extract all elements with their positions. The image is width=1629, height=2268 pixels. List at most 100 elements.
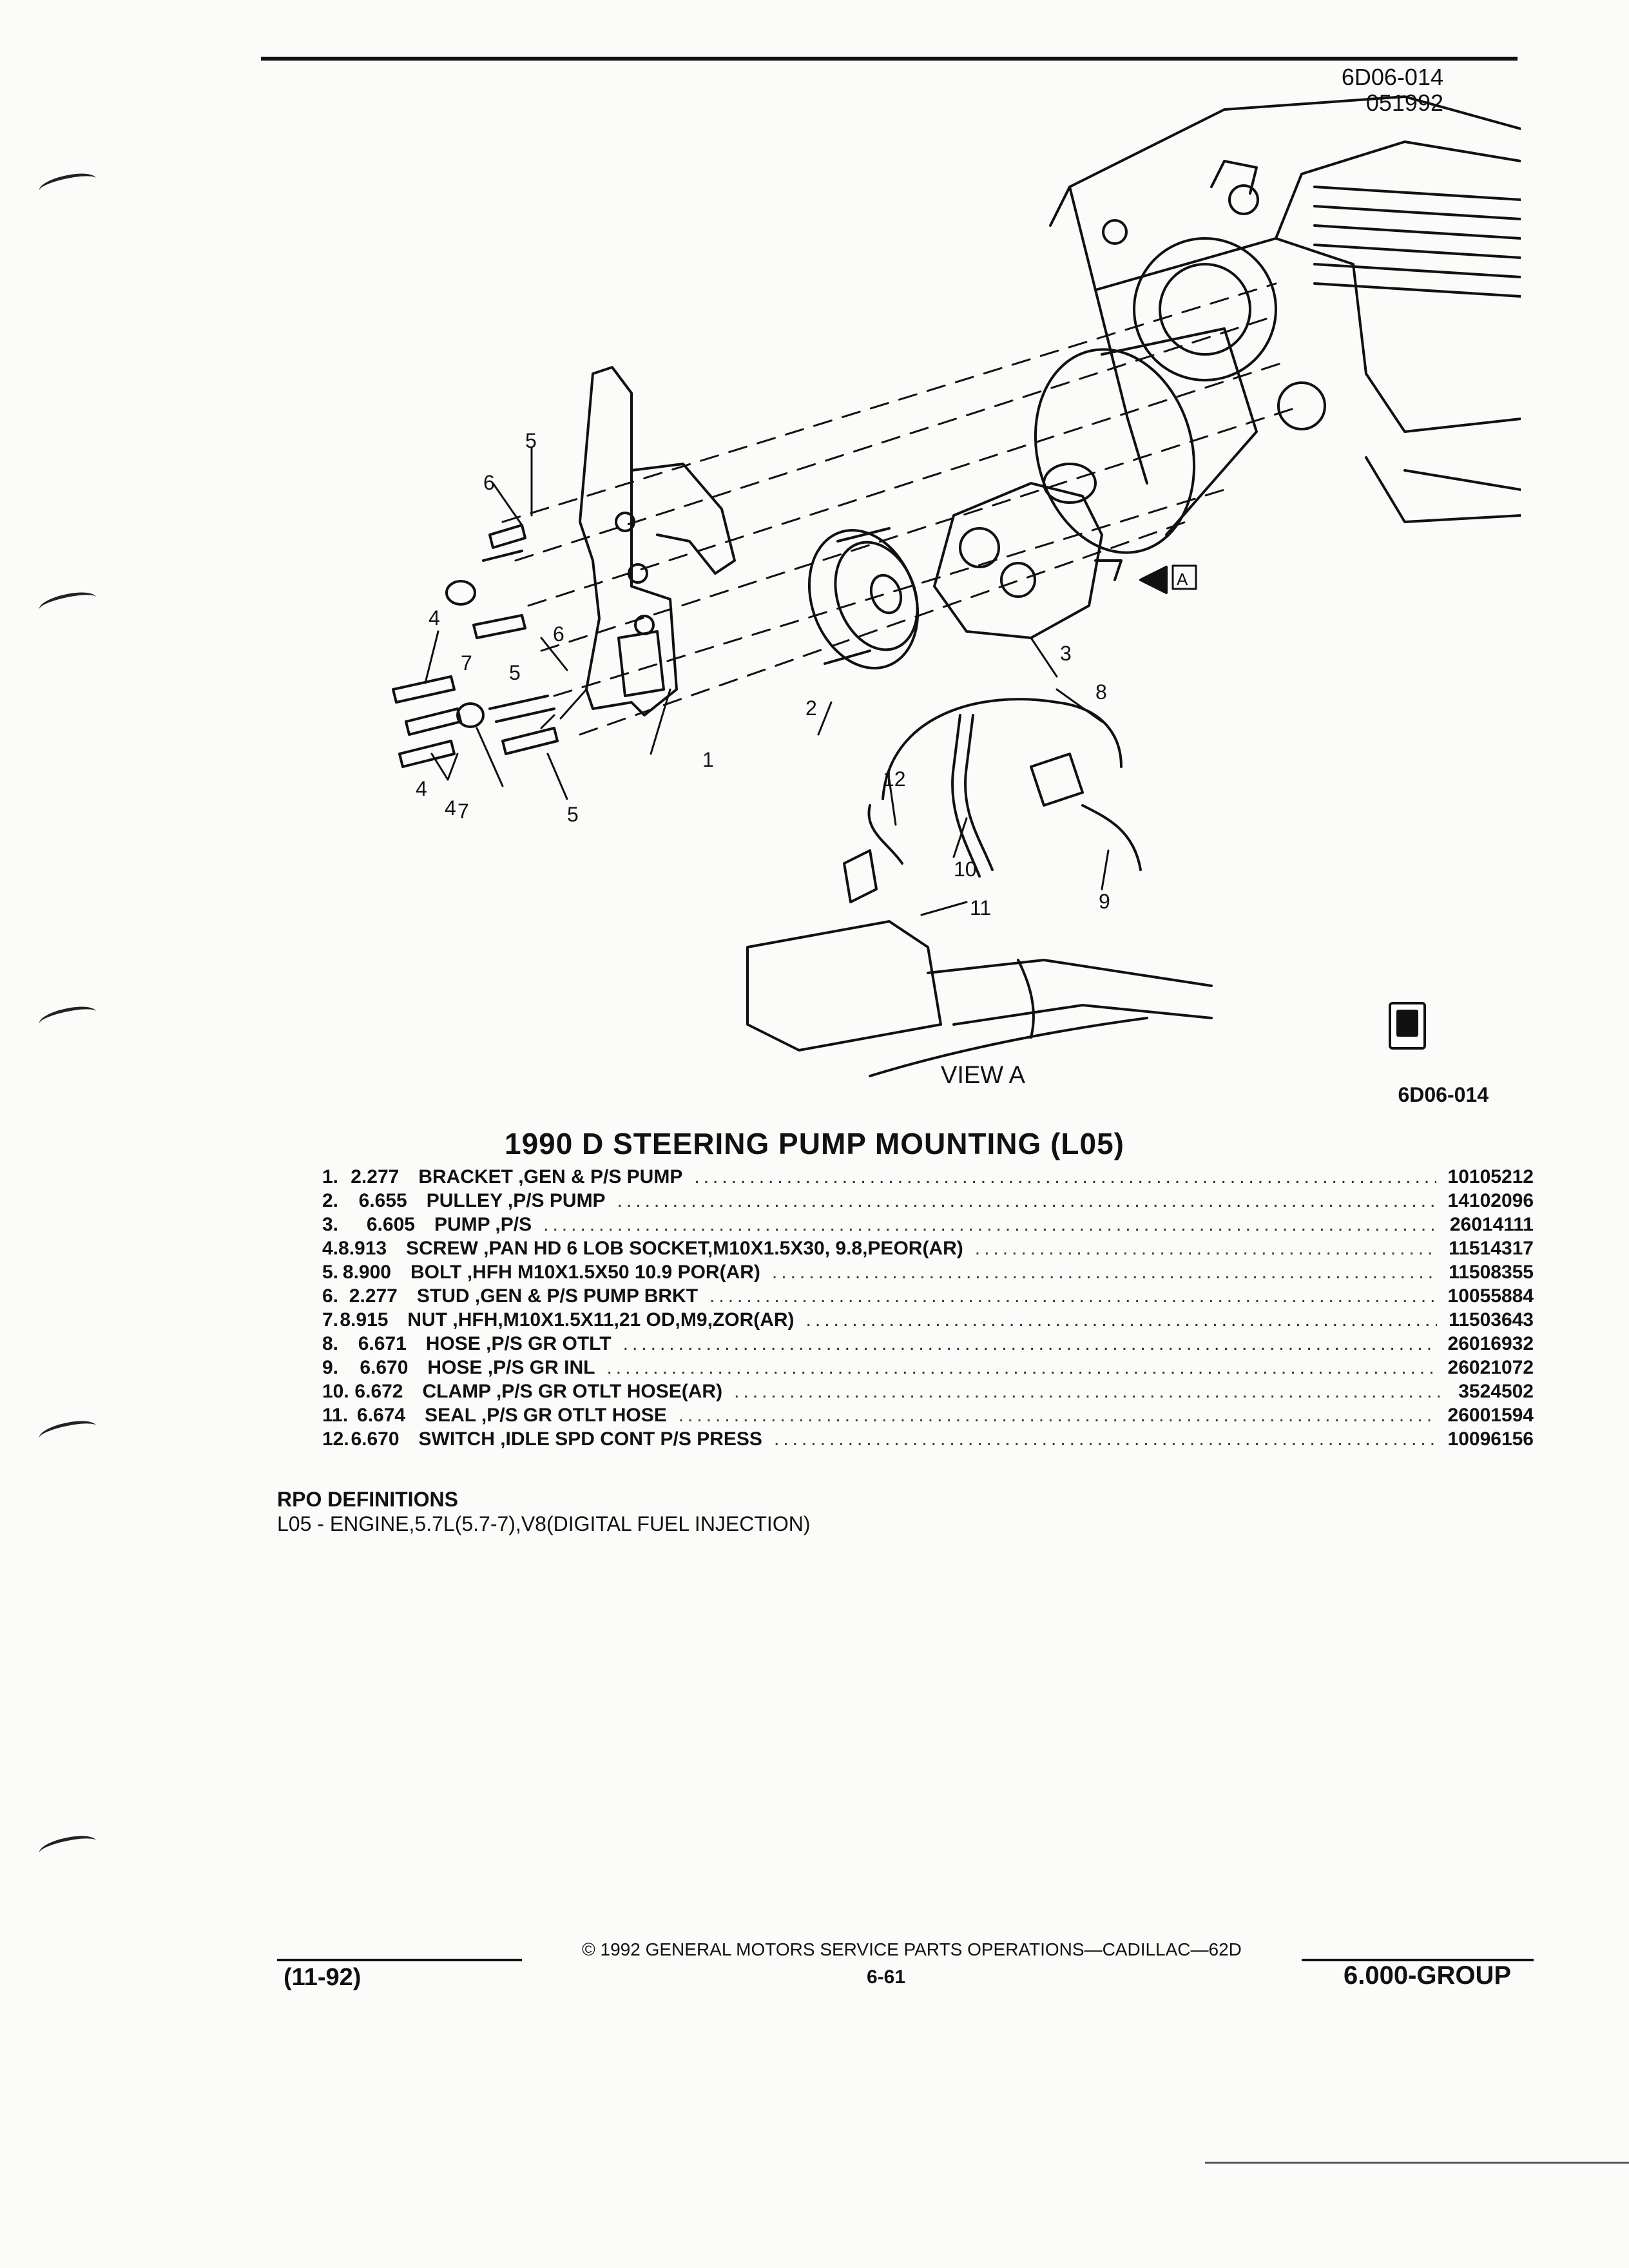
binder-hole-mark (37, 1416, 99, 1448)
group-number: 8.913 (338, 1238, 387, 1259)
item-number: 4. (322, 1238, 339, 1259)
pump-part (933, 463, 1123, 639)
page-title: 1990 D STEERING PUMP MOUNTING (L05) (505, 1127, 1124, 1160)
item-number: 6. (322, 1285, 339, 1307)
callout-4: 4 (416, 777, 427, 800)
parts-row: 3. 6.605 PUMP ,P/S 26014111 (322, 1214, 1534, 1238)
figure-ref-code: 6D06-014 (1341, 64, 1443, 90)
part-description: NUT ,HFH,M10X1.5X11,21 OD,M9,ZOR(AR) (407, 1309, 795, 1331)
part-description: BOLT ,HFH M10X1.5X50 10.9 POR(AR) (410, 1262, 760, 1283)
part-number: 11514317 (1449, 1238, 1534, 1259)
item-number: 11. (322, 1405, 349, 1426)
leader-dots (679, 1405, 1436, 1427)
part-number: 10105212 (1447, 1166, 1534, 1187)
part-number: 10055884 (1447, 1285, 1534, 1307)
group-number: 6.671 (358, 1333, 407, 1354)
callout-9: 9 (1099, 890, 1110, 913)
parts-row: 11. 6.674 SEAL ,P/S GR OTLT HOSE 2600159… (322, 1405, 1534, 1428)
group-number: 6.605 (366, 1214, 415, 1235)
group-number: 6.670 (360, 1357, 409, 1378)
group-number: 2.277 (349, 1285, 398, 1307)
parts-row: 7. 8.915 NUT ,HFH,M10X1.5X11,21 OD,M9,ZO… (322, 1309, 1534, 1333)
item-number: 3. (322, 1214, 339, 1235)
parts-row: 6. 2.277 STUD ,GEN & P/S PUMP BRKT 10055… (322, 1285, 1534, 1309)
steering-pump-illustration: 1 2 3 4 4 4 5 5 5 6 6 7 7 8 9 10 11 12 A (392, 95, 1521, 1077)
rpo-heading: RPO DEFINITIONS (277, 1488, 458, 1511)
fasteners (392, 524, 559, 768)
footer-group: 6.000-GROUP (1344, 1961, 1512, 1990)
part-description: SWITCH ,IDLE SPD CONT P/S PRESS (418, 1428, 762, 1450)
view-a-detail (746, 698, 1213, 1077)
bottom-rule (1205, 2162, 1629, 2164)
callout-5: 5 (525, 429, 537, 452)
callout-5: 5 (509, 661, 521, 684)
binder-hole-mark (37, 1831, 99, 1863)
part-description: HOSE ,P/S GR OTLT (425, 1333, 612, 1354)
part-number: 11508355 (1449, 1262, 1534, 1283)
group-number: 6.670 (351, 1428, 400, 1450)
parts-row: 1. 2.277 BRACKET ,GEN & P/S PUMP 1010521… (322, 1166, 1534, 1190)
item-number: 10. (322, 1381, 349, 1402)
leader-dots (694, 1166, 1436, 1188)
group-number: 6.674 (357, 1405, 406, 1426)
parts-list: 1. 2.277 BRACKET ,GEN & P/S PUMP 1010521… (322, 1166, 1534, 1452)
leader-dots (543, 1214, 1438, 1236)
callout-12: 12 (883, 767, 906, 791)
callout-6: 6 (483, 471, 495, 494)
footer-date-code: (11-92) (284, 1964, 361, 1991)
parts-row: 10. 6.672 CLAMP ,P/S GR OTLT HOSE(AR) 35… (322, 1381, 1534, 1405)
item-number: 1. (322, 1166, 339, 1187)
leader-dots (806, 1309, 1438, 1331)
parts-row: 2. 6.655 PULLEY ,P/S PUMP 14102096 (322, 1190, 1534, 1214)
item-number: 8. (322, 1333, 339, 1354)
footer-copyright: © 1992 GENERAL MOTORS SERVICE PARTS OPER… (582, 1939, 1242, 1959)
engine-block (1034, 95, 1521, 554)
binder-hole-mark (37, 1002, 99, 1033)
top-rule (261, 57, 1518, 61)
part-description: SCREW ,PAN HD 6 LOB SOCKET,M10X1.5X30, 9… (406, 1238, 963, 1259)
item-number: 5. (322, 1262, 339, 1283)
bracket-part (579, 366, 736, 716)
gm-spo-logo-inner (1396, 1010, 1418, 1037)
leader-dots (617, 1190, 1436, 1212)
leader-dots (975, 1238, 1437, 1260)
rpo-definitions: RPO DEFINITIONS L05 - ENGINE,5.7L(5.7-7)… (277, 1487, 810, 1537)
leader-dots (709, 1285, 1436, 1307)
part-description: PUMP ,P/S (434, 1214, 532, 1235)
callout-6: 6 (553, 622, 564, 646)
group-number: 2.277 (351, 1166, 400, 1187)
parts-row: 9. 6.670 HOSE ,P/S GR INL 26021072 (322, 1357, 1534, 1381)
view-a-arrow (1139, 564, 1197, 594)
callout-1: 1 (702, 748, 714, 771)
group-number: 6.672 (354, 1381, 403, 1402)
leader-lines (424, 447, 1110, 916)
group-number: 8.915 (340, 1309, 389, 1331)
footer-rule-left (277, 1959, 522, 1961)
part-description: CLAMP ,P/S GR OTLT HOSE(AR) (422, 1381, 723, 1402)
footer-rule-right (1302, 1959, 1534, 1961)
item-number: 9. (322, 1357, 339, 1378)
footer-page-number: 6-61 (867, 1966, 906, 1988)
part-description: BRACKET ,GEN & P/S PUMP (418, 1166, 683, 1187)
gm-spo-logo (1389, 1002, 1426, 1050)
part-number: 3524502 (1458, 1381, 1534, 1402)
part-description: PULLEY ,P/S PUMP (426, 1190, 606, 1211)
part-description: SEAL ,P/S GR OTLT HOSE (425, 1405, 667, 1426)
part-description: STUD ,GEN & P/S PUMP BRKT (416, 1285, 699, 1307)
callout-4: 4 (445, 796, 456, 820)
parts-row: 5. 8.900 BOLT ,HFH M10X1.5X50 10.9 POR(A… (322, 1262, 1534, 1285)
callout-11: 11 (970, 896, 991, 919)
part-number: 26021072 (1447, 1357, 1534, 1378)
part-number: 26014111 (1449, 1214, 1534, 1235)
callout-7: 7 (461, 651, 472, 675)
view-a-label: VIEW A (941, 1062, 1025, 1089)
item-number: 2. (322, 1190, 339, 1211)
rpo-definition: L05 - ENGINE,5.7L(5.7-7),V8(DIGITAL FUEL… (277, 1512, 811, 1536)
binder-hole-mark (37, 588, 99, 619)
leader-dots (774, 1428, 1436, 1450)
group-number: 6.655 (358, 1190, 407, 1211)
part-number: 10096156 (1447, 1428, 1534, 1450)
callout-numbers: 1 2 3 4 4 4 5 5 5 6 6 7 7 8 9 10 11 12 A (416, 429, 1188, 919)
callout-2: 2 (805, 697, 817, 720)
part-number: 11503643 (1449, 1309, 1534, 1331)
